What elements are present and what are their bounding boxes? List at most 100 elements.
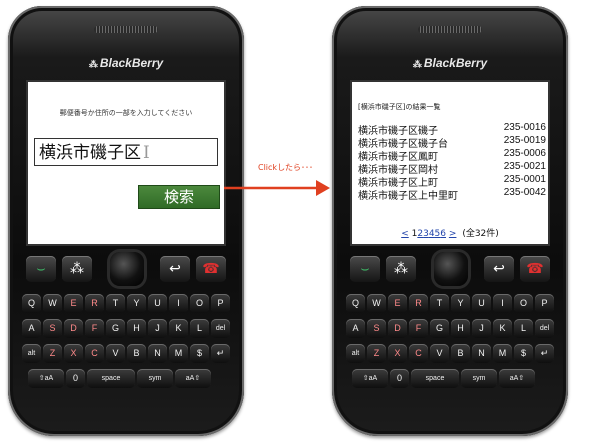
key-p[interactable]: P [211, 294, 230, 313]
key-c[interactable]: C [409, 344, 428, 363]
key-l[interactable]: L [514, 319, 533, 338]
key-aa[interactable]: aA⇧ [499, 369, 535, 388]
key-d[interactable]: D [64, 319, 83, 338]
key-a[interactable]: A [346, 319, 365, 338]
key-u[interactable]: U [148, 294, 167, 313]
key-h[interactable]: H [127, 319, 146, 338]
back-button[interactable]: ↩ [160, 256, 190, 282]
call-button[interactable]: ⌣ [350, 256, 380, 282]
key-n[interactable]: N [472, 344, 491, 363]
key-g[interactable]: G [430, 319, 449, 338]
key-del[interactable]: del [211, 319, 230, 338]
nav-row: ⌣ ⁂ ↩ ☎ [346, 252, 554, 288]
key-m[interactable]: M [169, 344, 188, 363]
key-b[interactable]: B [127, 344, 146, 363]
key-t[interactable]: T [106, 294, 125, 313]
key-l[interactable]: L [190, 319, 209, 338]
key-i[interactable]: I [169, 294, 188, 313]
key-0[interactable]: 0 [66, 369, 85, 388]
key-v[interactable]: V [106, 344, 125, 363]
key-y[interactable]: Y [127, 294, 146, 313]
end-call-button[interactable]: ☎ [196, 256, 226, 282]
menu-button[interactable]: ⁂ [386, 256, 416, 282]
key-aa[interactable]: ⇧aA [28, 369, 64, 388]
key-s[interactable]: S [43, 319, 62, 338]
result-address: 横浜市磯子区上中里町 [358, 191, 458, 202]
key-a[interactable]: A [22, 319, 41, 338]
key-x[interactable]: X [64, 344, 83, 363]
key-o[interactable]: O [190, 294, 209, 313]
search-button[interactable]: 検索 [138, 185, 220, 209]
key-f[interactable]: F [409, 319, 428, 338]
key-aa[interactable]: aA⇧ [175, 369, 211, 388]
pager-page-link[interactable]: 4 [428, 229, 435, 239]
key-space[interactable]: space [411, 369, 459, 388]
trackball[interactable] [434, 252, 468, 286]
key-y[interactable]: Y [451, 294, 470, 313]
key-aa[interactable]: ⇧aA [352, 369, 388, 388]
key-w[interactable]: W [367, 294, 386, 313]
key-e[interactable]: E [64, 294, 83, 313]
pager-page-link[interactable]: 5 [434, 229, 441, 239]
key-b[interactable]: B [451, 344, 470, 363]
pager-page-link[interactable]: 6 [440, 229, 447, 239]
key-q[interactable]: Q [346, 294, 365, 313]
menu-button[interactable]: ⁂ [62, 256, 92, 282]
trackball[interactable] [110, 252, 144, 286]
pager-page-link[interactable]: 2 [417, 229, 424, 239]
back-button[interactable]: ↩ [484, 256, 514, 282]
key-alt[interactable]: alt [22, 344, 41, 363]
key-n[interactable]: N [148, 344, 167, 363]
key-alt[interactable]: alt [346, 344, 365, 363]
end-call-button[interactable]: ☎ [520, 256, 550, 282]
pager-prev[interactable]: < [401, 229, 409, 239]
key-j[interactable]: J [148, 319, 167, 338]
key-s[interactable]: S [367, 319, 386, 338]
key-z[interactable]: Z [43, 344, 62, 363]
pager-page-link[interactable]: 3 [423, 229, 429, 239]
key-[interactable]: ↵ [535, 344, 554, 363]
key-d[interactable]: D [388, 319, 407, 338]
key-q[interactable]: Q [22, 294, 41, 313]
key-k[interactable]: K [169, 319, 188, 338]
key-o[interactable]: O [514, 294, 533, 313]
key-u[interactable]: U [472, 294, 491, 313]
key-x[interactable]: X [388, 344, 407, 363]
key-sym[interactable]: sym [137, 369, 173, 388]
key-p[interactable]: P [535, 294, 554, 313]
key-t[interactable]: T [430, 294, 449, 313]
call-button[interactable]: ⌣ [26, 256, 56, 282]
key-c[interactable]: C [85, 344, 104, 363]
key-e[interactable]: E [388, 294, 407, 313]
key-k[interactable]: K [493, 319, 512, 338]
key-w[interactable]: W [43, 294, 62, 313]
key-0[interactable]: 0 [390, 369, 409, 388]
key-[interactable]: $ [514, 344, 533, 363]
key-m[interactable]: M [493, 344, 512, 363]
key-r[interactable]: R [85, 294, 104, 313]
key-del[interactable]: del [535, 319, 554, 338]
key-[interactable]: ↵ [211, 344, 230, 363]
key-z[interactable]: Z [367, 344, 386, 363]
key-i[interactable]: I [493, 294, 512, 313]
key-h[interactable]: H [451, 319, 470, 338]
key-space[interactable]: space [87, 369, 135, 388]
key-j[interactable]: J [472, 319, 491, 338]
brand-name: BlackBerry [99, 56, 164, 70]
key-f[interactable]: F [85, 319, 104, 338]
key-g[interactable]: G [106, 319, 125, 338]
result-zip: 235-0006 [503, 148, 546, 159]
key-v[interactable]: V [430, 344, 449, 363]
pager-next[interactable]: > [448, 229, 457, 239]
key-[interactable]: $ [190, 344, 209, 363]
key-r[interactable]: R [409, 294, 428, 313]
key-sym[interactable]: sym [461, 369, 497, 388]
